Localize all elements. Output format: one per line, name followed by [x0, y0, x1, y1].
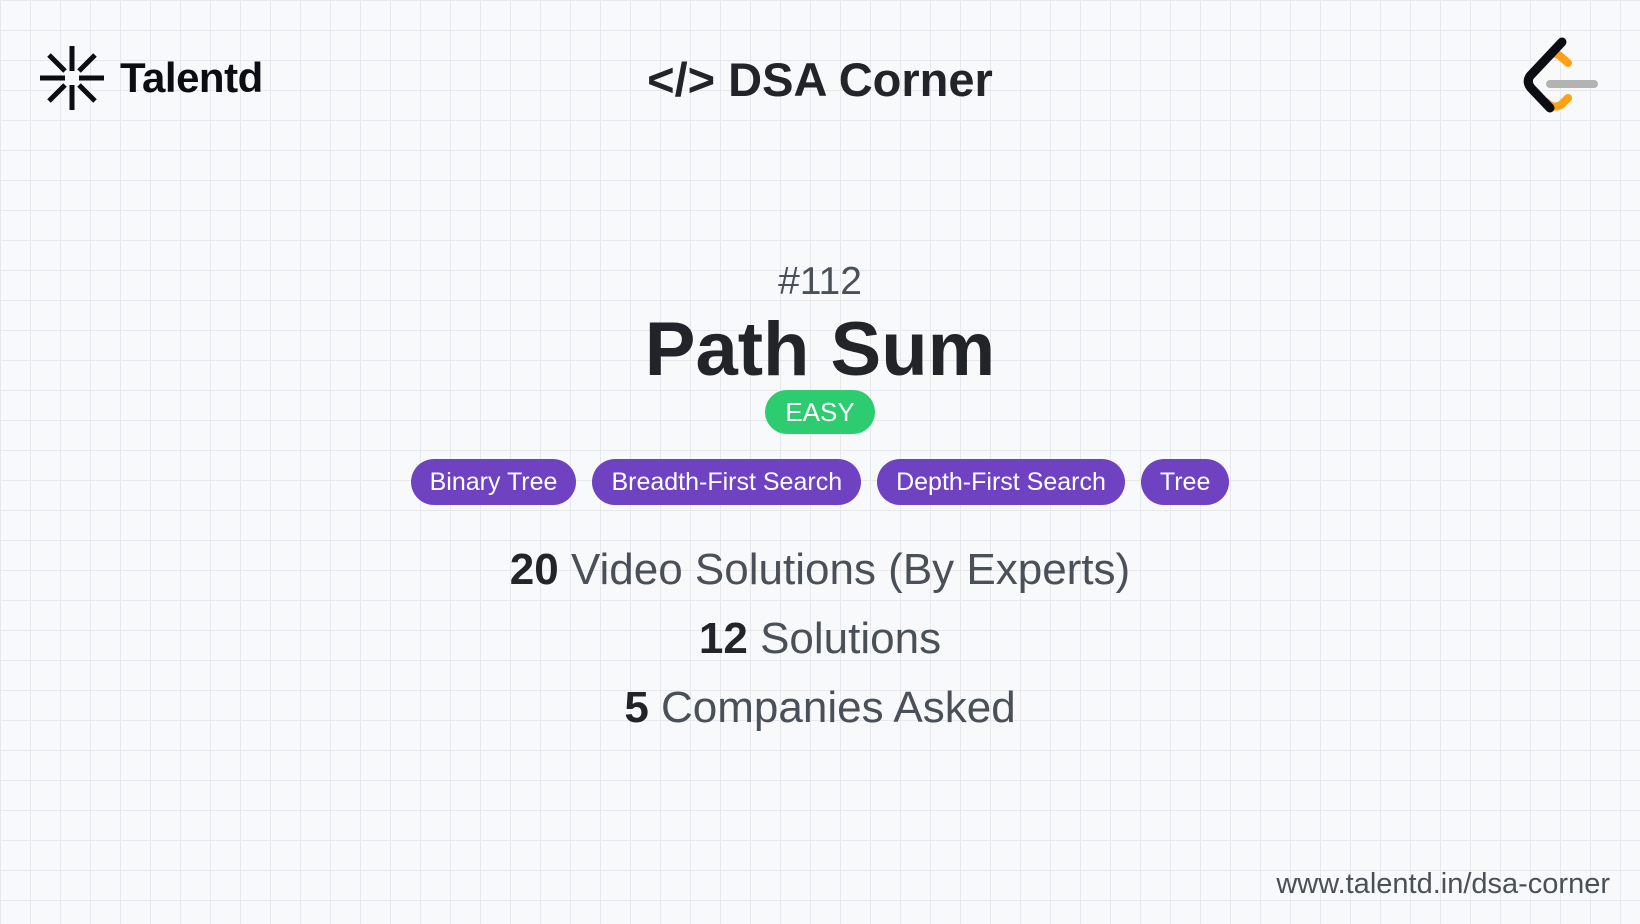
stat-value: 20 — [509, 545, 559, 594]
stat-value: 12 — [698, 614, 748, 663]
problem-number: #112 — [778, 260, 862, 303]
topic-tags: Binary Tree Breadth-First Search Depth-F… — [0, 459, 1640, 505]
stat-label: Video Solutions (By Experts) — [570, 545, 1131, 594]
brand-name: Talentd — [120, 54, 263, 101]
stat-label: Companies Asked — [661, 683, 1016, 732]
stat-solutions: 12 Solutions — [0, 609, 1640, 678]
stats: 20 Video Solutions (By Experts) 12 Solut… — [0, 540, 1640, 747]
header-title: </> DSA Corner — [647, 53, 993, 106]
stat-video-solutions: 20 Video Solutions (By Experts) — [0, 540, 1640, 609]
footer-url[interactable]: www.talentd.in/dsa-corner — [1276, 868, 1610, 900]
tag-depth-first-search[interactable]: Depth-First Search — [877, 459, 1125, 505]
stat-companies-asked: 5 Companies Asked — [0, 678, 1640, 747]
leetcode-logo-icon — [1523, 37, 1598, 113]
stat-value: 5 — [624, 683, 649, 732]
tag-tree[interactable]: Tree — [1140, 459, 1230, 505]
stat-label: Solutions — [760, 614, 942, 663]
difficulty-badge: EASY — [765, 390, 875, 434]
tag-breadth-first-search[interactable]: Breadth-First Search — [592, 459, 862, 505]
talentd-asterisk-icon — [40, 46, 104, 110]
brand: Talentd — [38, 44, 263, 112]
problem-title: Path Sum — [644, 307, 996, 392]
tag-binary-tree[interactable]: Binary Tree — [410, 459, 577, 505]
